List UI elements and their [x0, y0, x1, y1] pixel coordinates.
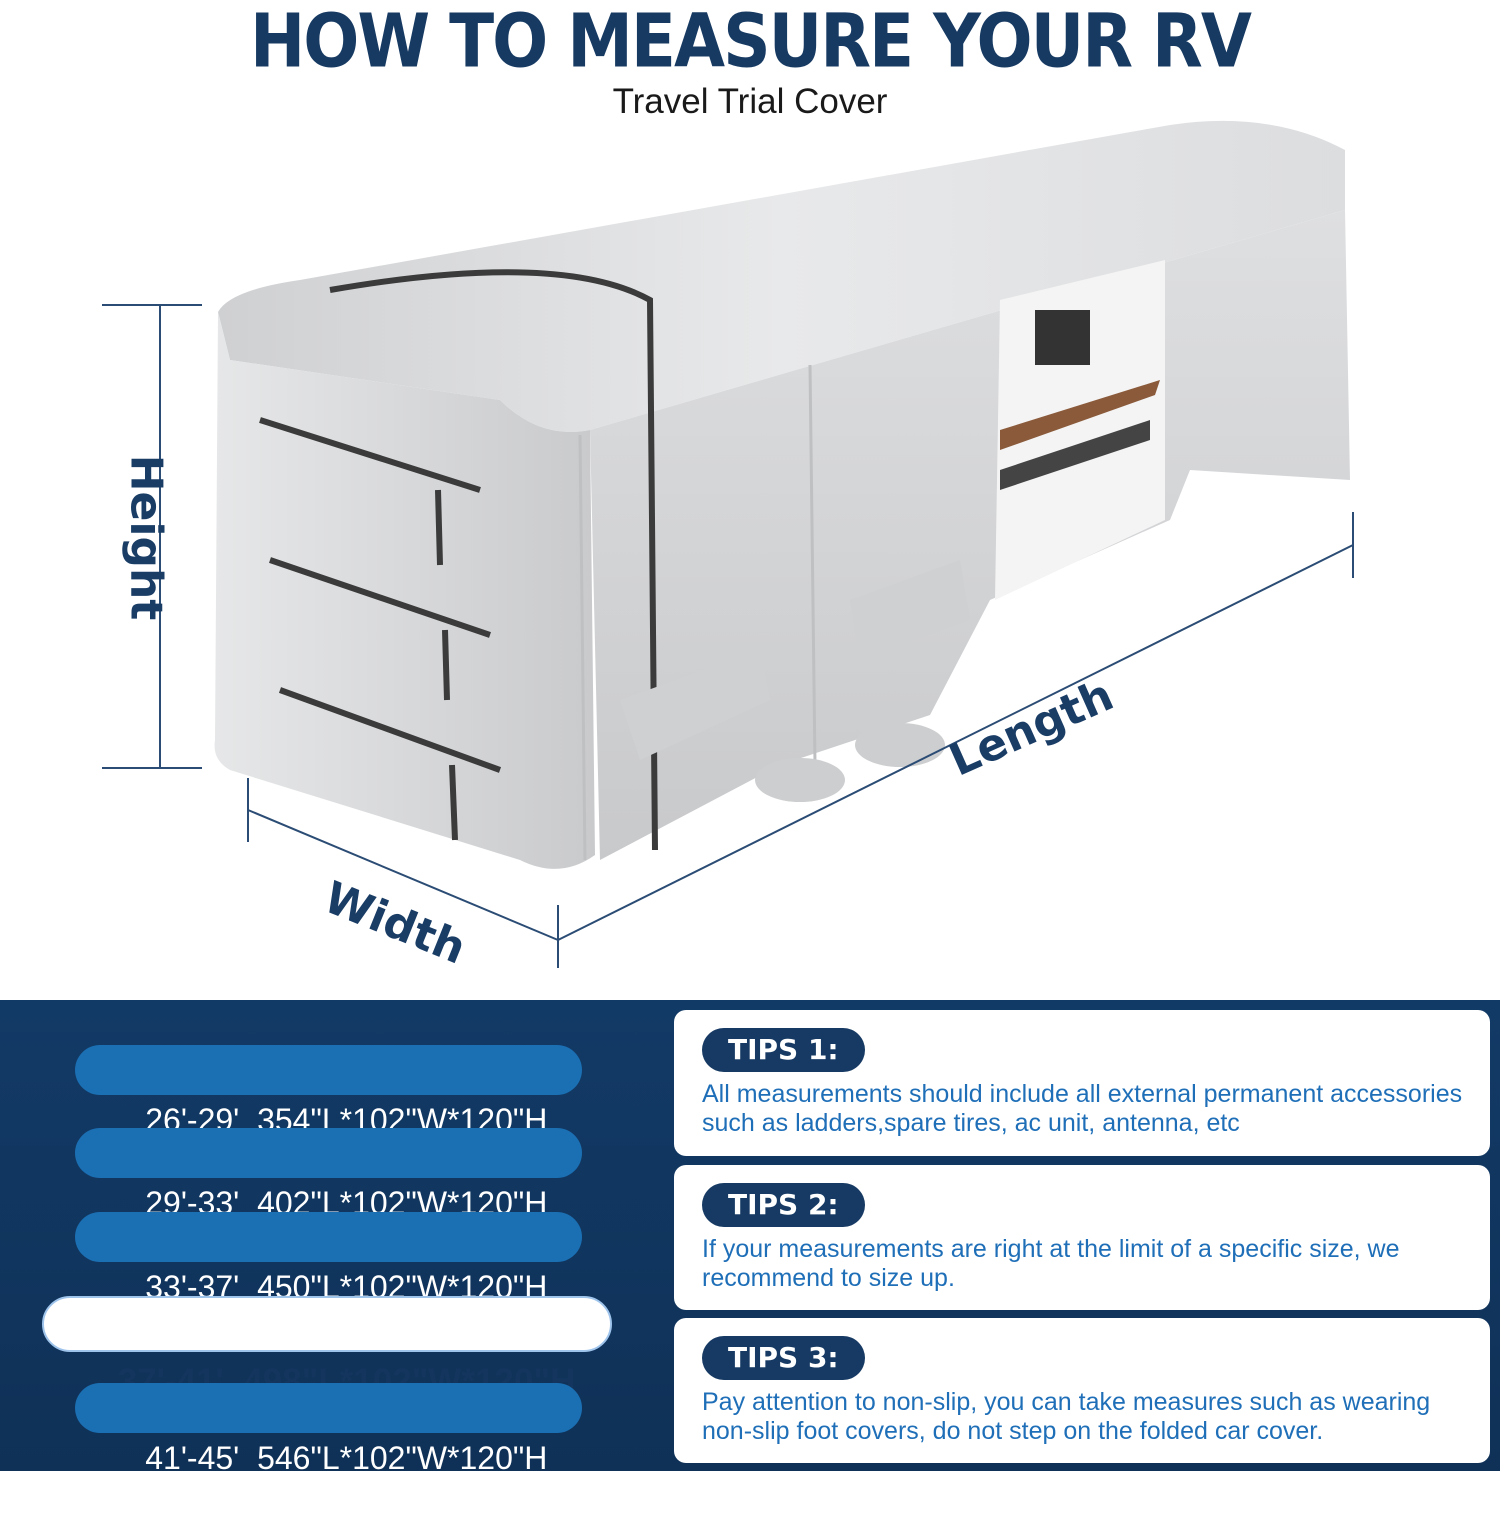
tip-badge: TIPS 2: — [702, 1183, 865, 1227]
size-option-41-45[interactable]: 41'-45' 546"L*102"W*120"H — [75, 1383, 582, 1476]
size-option-29-33[interactable]: 29'-33' 402"L*102"W*120"H — [75, 1128, 582, 1221]
size-dims: 546"L*102"W*120"H — [257, 1440, 548, 1476]
tip-card-1: TIPS 1: All measurements should include … — [674, 1010, 1490, 1156]
page-subtitle: Travel Trial Cover — [612, 82, 888, 121]
length-guide-line — [557, 544, 1354, 941]
height-label: Height — [120, 454, 172, 621]
tip-text: Pay attention to non-slip, you can take … — [702, 1388, 1431, 1445]
size-range: 41'-45' — [145, 1440, 240, 1476]
tip-text: If your measurements are right at the li… — [702, 1235, 1400, 1292]
rv-cover-illustration — [102, 120, 1354, 968]
width-guide-line — [247, 809, 559, 941]
tip-card-2: TIPS 2: If your measurements are right a… — [674, 1165, 1490, 1310]
size-option-37-41[interactable]: 37'-41' 498"L*102"W*120"H — [42, 1296, 612, 1401]
info-panel: 26'-29' 354"L*102"W*120"H 29'-33' 402"L*… — [0, 1000, 1500, 1476]
tip-badge: TIPS 3: — [702, 1336, 865, 1380]
rv-front-face — [214, 312, 596, 869]
tip-text: All measurements should include all exte… — [702, 1080, 1463, 1137]
tip-badge: TIPS 1: — [702, 1028, 865, 1072]
size-option-26-29[interactable]: 26'-29' 354"L*102"W*120"H — [75, 1045, 582, 1138]
rv-roof — [218, 120, 1345, 432]
page-title: HOW TO MEASURE YOUR RV — [250, 0, 1252, 85]
size-option-33-37[interactable]: 33'-37' 450"L*102"W*120"H — [75, 1212, 582, 1305]
tip-card-3: TIPS 3: Pay attention to non-slip, you c… — [674, 1318, 1490, 1463]
